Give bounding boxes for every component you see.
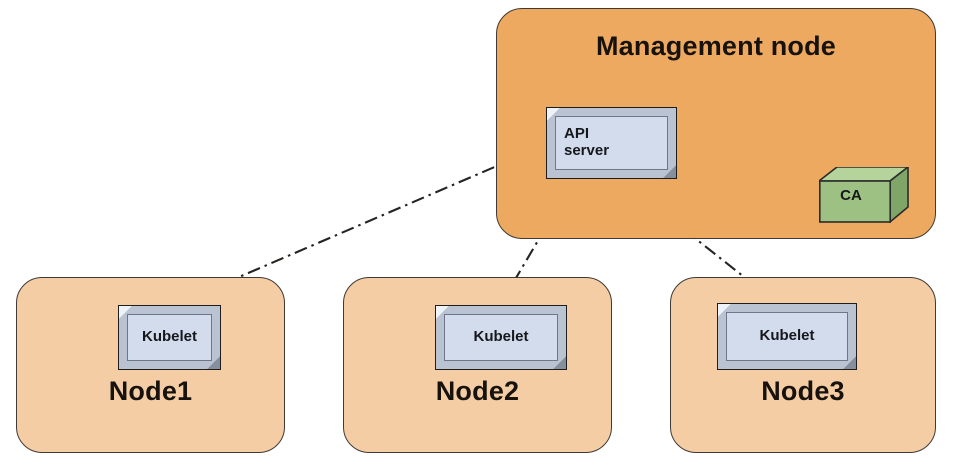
- kubelet-face: [127, 314, 212, 361]
- worker-node-3-zone[interactable]: Node3 Kubelet: [670, 277, 936, 453]
- kubelet-box-node2[interactable]: Kubelet: [435, 305, 567, 370]
- ca-cuboid-icon[interactable]: CA: [819, 167, 909, 223]
- kubelet-face: [726, 312, 848, 361]
- kubelet-label-node3: Kubelet: [759, 327, 815, 345]
- kubelet-face: [444, 314, 558, 361]
- worker-node-2-zone[interactable]: Node2 Kubelet: [343, 277, 612, 453]
- ca-label: CA: [840, 187, 862, 204]
- api-server-face: [555, 116, 668, 170]
- kubelet-label-node1: Kubelet: [141, 328, 197, 346]
- kubelet-label-node2: Kubelet: [473, 328, 529, 346]
- worker-node-3-label: Node3: [761, 376, 845, 406]
- api-server-label: API server: [564, 125, 610, 159]
- management-node-zone[interactable]: Management node API server CA: [496, 8, 936, 239]
- kubelet-box-node3[interactable]: Kubelet: [717, 303, 857, 370]
- worker-node-2-label: Node2: [435, 376, 520, 406]
- worker-node-1-label: Node1: [108, 376, 193, 406]
- kubelet-box-node1[interactable]: Kubelet: [118, 305, 221, 370]
- worker-node-1-zone[interactable]: Node1 Kubelet: [16, 277, 285, 453]
- management-node-label: Management node: [595, 31, 837, 61]
- api-server-box[interactable]: API server: [546, 107, 677, 179]
